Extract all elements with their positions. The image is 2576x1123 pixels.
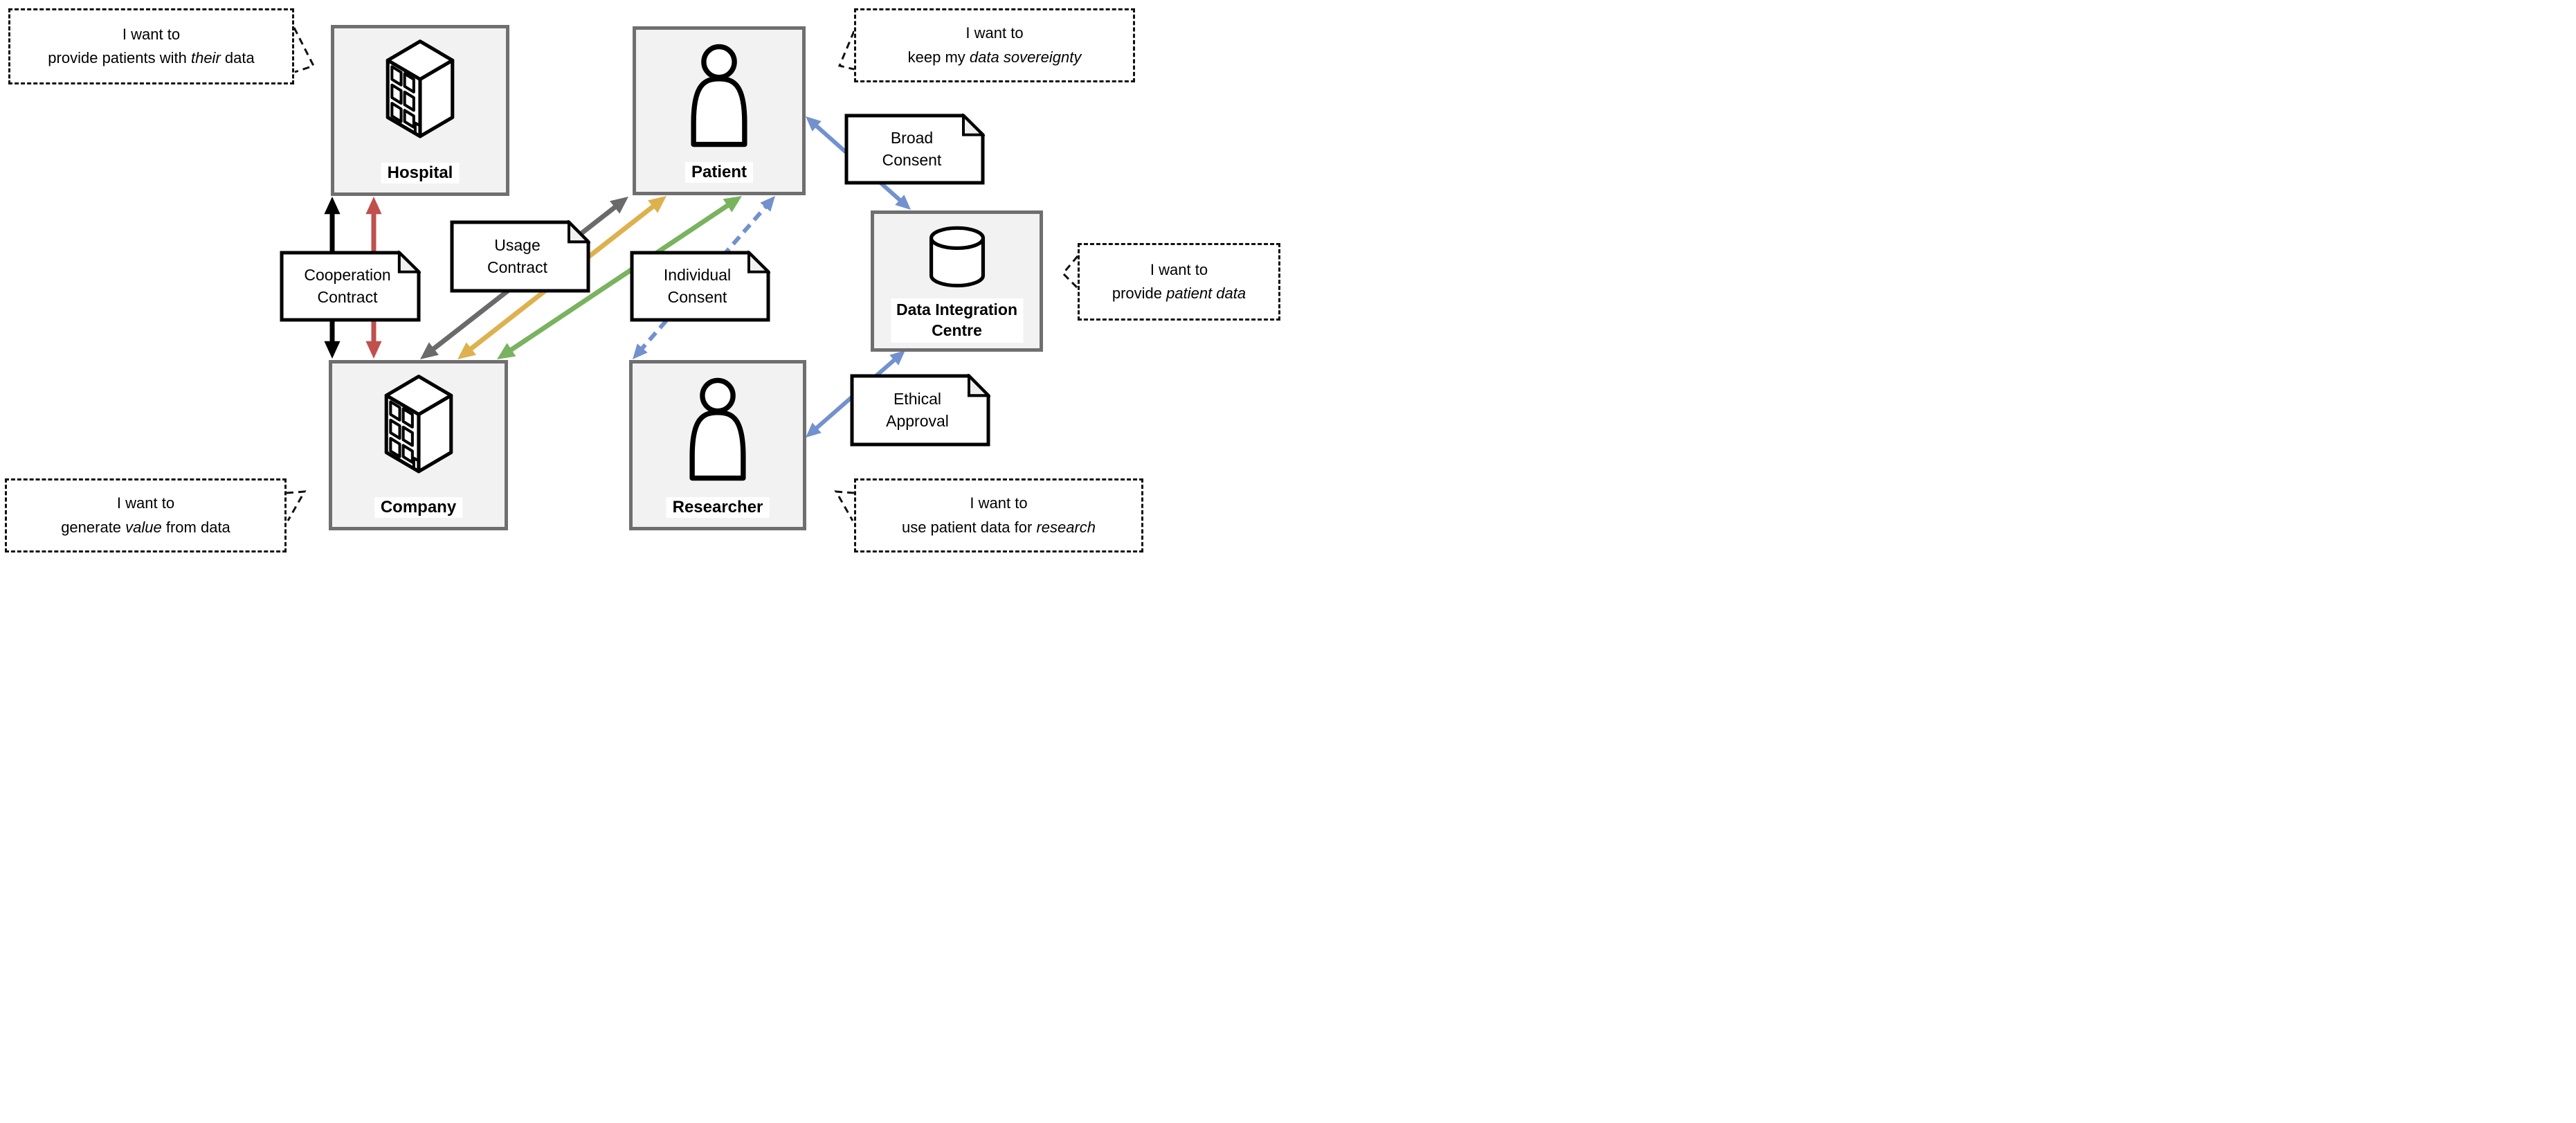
note-line: Usage bbox=[494, 235, 541, 254]
bubble-hospital-goal: I want to provide patients with their da… bbox=[8, 8, 294, 84]
hospital-goal-tail bbox=[293, 27, 316, 73]
bubble-line2: use patient data for research bbox=[902, 516, 1096, 539]
note-line: Contract bbox=[487, 258, 547, 276]
person-icon bbox=[691, 44, 747, 147]
hospital-box: Hospital bbox=[331, 25, 509, 196]
researcher-box: Researcher bbox=[629, 360, 806, 530]
company-patient-gray-head bbox=[610, 197, 628, 214]
bubble-text: data bbox=[220, 49, 255, 66]
bubble-line2: provide patient data bbox=[1112, 282, 1246, 305]
bubble-researcher-goal: I want to use patient data for research bbox=[854, 478, 1143, 552]
hospital-company-red-head bbox=[365, 341, 382, 359]
researcher-dic-blue-head bbox=[806, 422, 822, 438]
note-ethical-approval: Ethical Approval bbox=[850, 374, 990, 447]
patient-label: Patient bbox=[684, 162, 754, 183]
note-shape bbox=[630, 251, 770, 322]
bubble-line1: I want to bbox=[116, 494, 175, 512]
researcher-dic-blue-head bbox=[889, 350, 905, 366]
bubble-text-italic: their bbox=[190, 49, 221, 66]
patient-goal-tail bbox=[837, 30, 855, 71]
researcher-label: Researcher bbox=[666, 497, 770, 518]
bubble-line1: I want to bbox=[965, 24, 1024, 42]
bubble-text-italic: data sovereignty bbox=[969, 48, 1082, 66]
bubble-text-italic: patient data bbox=[1166, 285, 1246, 302]
note-broad-consent-text: Broad Consent bbox=[844, 114, 979, 185]
bubble-line2: generate value from data bbox=[61, 516, 230, 539]
note-usage-contract-text: Usage Contract bbox=[450, 220, 585, 293]
bubble-line1: I want to bbox=[970, 494, 1028, 512]
bubble-text-italic: value bbox=[125, 518, 162, 536]
bubble-patient-goal: I want to keep my data sovereignty bbox=[854, 8, 1135, 82]
note-shape bbox=[844, 114, 985, 185]
note-line: Contract bbox=[317, 287, 378, 306]
note-individual-consent-text: Individual Consent bbox=[630, 251, 765, 322]
company-goal-tail bbox=[286, 490, 307, 521]
company-patient-gray-head bbox=[420, 342, 439, 359]
researcher-patient-blue-dashed-head bbox=[760, 196, 775, 212]
patient-dic-blue-head bbox=[806, 116, 822, 132]
note-line: Broad bbox=[890, 128, 934, 147]
person-icon bbox=[689, 377, 746, 481]
dic-label-line1: Data Integration bbox=[896, 300, 1018, 319]
company-patient-green-head bbox=[723, 196, 742, 213]
bubble-line2: keep my data sovereignty bbox=[908, 46, 1082, 69]
hospital-company-black-head bbox=[324, 341, 341, 359]
bubble-text: from data bbox=[161, 518, 230, 536]
dic-label-line2: Centre bbox=[932, 321, 982, 340]
arrow-layer bbox=[286, 27, 1079, 521]
building-icon bbox=[386, 39, 455, 138]
note-cooperation-contract: Cooperation Contract bbox=[280, 251, 421, 322]
bubble-text: use patient data for bbox=[901, 518, 1037, 536]
note-line: Ethical bbox=[893, 389, 942, 408]
company-patient-yellow-head bbox=[648, 196, 666, 213]
data-integration-centre-box: Data Integration Centre bbox=[871, 210, 1043, 352]
dic-goal-tail bbox=[1061, 255, 1079, 289]
note-line: Cooperation bbox=[304, 265, 391, 284]
bubble-text: provide bbox=[1112, 285, 1167, 302]
researcher-patient-blue-dashed-head bbox=[633, 343, 648, 359]
note-shape bbox=[280, 251, 421, 322]
researcher-goal-tail bbox=[834, 490, 855, 521]
company-patient-yellow-head bbox=[457, 342, 476, 359]
note-line: Consent bbox=[882, 150, 942, 169]
bubble-text: keep my bbox=[907, 48, 970, 66]
note-cooperation-contract-text: Cooperation Contract bbox=[280, 251, 415, 322]
company-label: Company bbox=[374, 497, 463, 518]
note-shape bbox=[850, 374, 990, 447]
note-usage-contract: Usage Contract bbox=[450, 220, 590, 293]
patient-dic-blue-head bbox=[895, 195, 911, 210]
company-patient-green-head bbox=[497, 343, 516, 359]
note-broad-consent: Broad Consent bbox=[844, 114, 985, 185]
bubble-text: generate bbox=[61, 518, 126, 536]
note-line: Individual bbox=[663, 265, 732, 284]
patient-box: Patient bbox=[633, 26, 806, 195]
bubble-company-goal: I want to generate value from data bbox=[5, 478, 287, 552]
bubble-dic-goal: I want to provide patient data bbox=[1078, 243, 1280, 321]
note-ethical-approval-text: Ethical Approval bbox=[850, 374, 985, 447]
hospital-company-red-head bbox=[365, 197, 382, 215]
bubble-line1: I want to bbox=[122, 25, 181, 43]
diagram-canvas: Hospital Patient Com bbox=[0, 0, 1288, 562]
bubble-text-italic: research bbox=[1036, 518, 1096, 536]
data-integration-centre-label: Data Integration Centre bbox=[890, 298, 1024, 343]
hospital-label: Hospital bbox=[381, 163, 460, 183]
note-line: Approval bbox=[886, 411, 949, 430]
note-line: Consent bbox=[667, 287, 727, 306]
building-icon bbox=[384, 375, 453, 474]
note-individual-consent: Individual Consent bbox=[630, 251, 770, 322]
hospital-company-black-head bbox=[324, 197, 341, 215]
company-box: Company bbox=[329, 360, 508, 530]
bubble-line1: I want to bbox=[1150, 260, 1208, 278]
database-icon bbox=[929, 226, 985, 288]
company-patient-green bbox=[505, 200, 734, 355]
bubble-line2: provide patients with their data bbox=[48, 46, 254, 70]
note-shape bbox=[450, 220, 590, 293]
bubble-text: provide patients with bbox=[48, 49, 191, 66]
